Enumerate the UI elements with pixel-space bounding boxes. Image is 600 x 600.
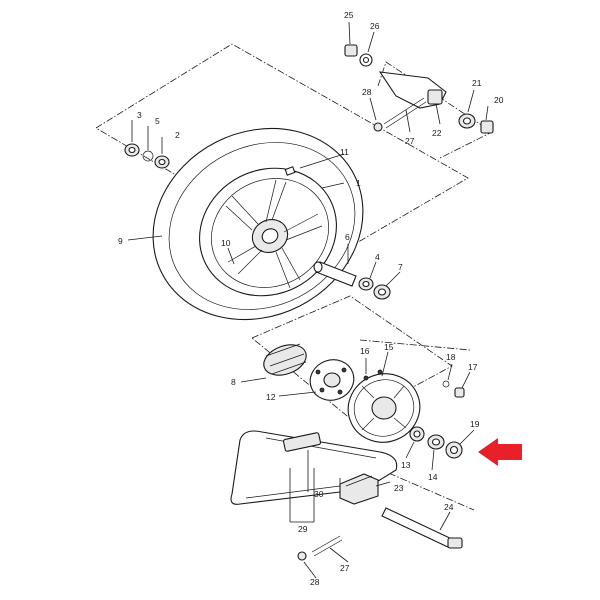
callout-9: 9 [118,236,123,246]
rear-sprocket [347,369,421,443]
callout-4: 4 [375,252,380,262]
left-bearing-set [124,143,170,169]
callout-13: 13 [401,460,411,470]
damper-and-hub [263,343,355,401]
callout-14: 14 [428,472,438,482]
callout-19: 19 [470,419,480,429]
chain-adjuster-bottom [297,473,463,561]
callout-27-bottom: 27 [340,563,350,573]
callout-8: 8 [231,377,236,387]
callout-6: 6 [345,232,350,242]
callout-28-top: 28 [362,87,372,97]
callout-28-bottom: 28 [310,577,320,587]
callout-23: 23 [394,483,404,493]
callout-labels: 1 2 3 4 5 6 7 8 9 10 11 12 13 14 15 16 1… [118,10,504,587]
callout-21: 21 [472,78,482,88]
callout-17: 17 [468,362,478,372]
callout-30: 30 [314,489,324,499]
callout-2: 2 [175,130,180,140]
callout-5: 5 [155,116,160,126]
callout-3: 3 [137,110,142,120]
callout-10: 10 [221,238,231,248]
callout-27-top: 27 [405,136,415,146]
callout-11: 11 [340,147,349,157]
rear-wheel [152,127,364,321]
callout-7: 7 [398,262,403,272]
chain-adjuster-top [344,44,494,134]
callout-20: 20 [494,95,504,105]
callout-18: 18 [446,352,456,362]
callout-16: 16 [360,346,370,356]
callout-12: 12 [266,392,276,402]
hub-bearing-set [409,380,465,459]
leader-lines [127,21,489,579]
collar-bearing-set [313,261,391,300]
callout-25: 25 [344,10,354,20]
callout-22: 22 [432,128,442,138]
highlight-arrow-icon [478,438,522,466]
callout-26: 26 [370,21,380,31]
callout-15: 15 [384,342,394,352]
callout-29: 29 [298,524,308,534]
callout-1: 1 [356,178,361,188]
callout-24: 24 [444,502,454,512]
